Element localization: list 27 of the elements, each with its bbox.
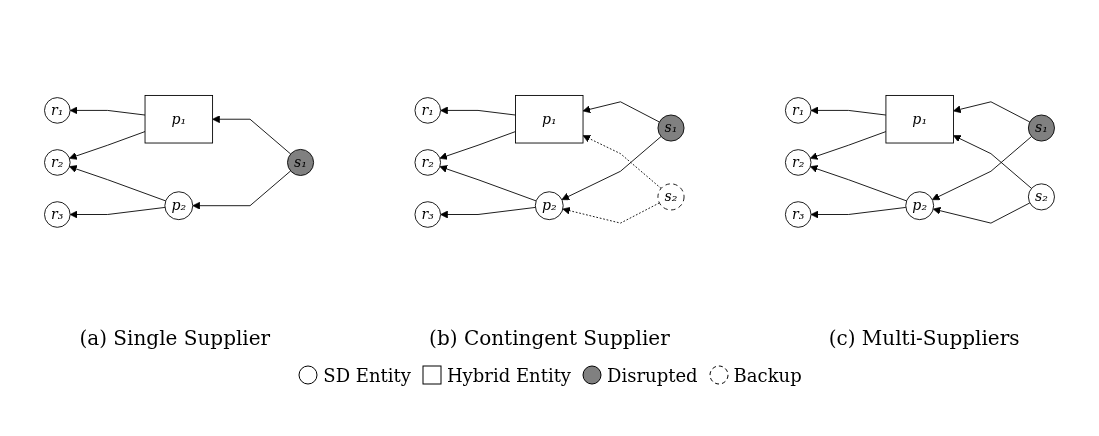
- legend-label: Hybrid Entity: [446, 364, 572, 386]
- node-circle: r₃: [784, 201, 812, 228]
- node-circle: r₃: [44, 201, 71, 228]
- legend-label: Disrupted: [607, 364, 698, 386]
- node-box: p₁: [515, 95, 584, 144]
- node-circle: s₂: [657, 183, 685, 211]
- node-circle: s₁: [1027, 114, 1055, 142]
- node-circle: s₁: [657, 114, 685, 142]
- panel-caption: (a) Single Supplier: [79, 326, 271, 350]
- node-circle: r₁: [44, 97, 71, 124]
- node-box: p₁: [885, 95, 954, 144]
- node-circle: p₂: [164, 191, 194, 221]
- legend-label: Backup: [733, 364, 802, 386]
- node-circle: r₂: [784, 149, 812, 176]
- legend-label: SD Entity: [323, 364, 411, 386]
- node-circle: s₁: [287, 148, 315, 176]
- node-circle: p₂: [905, 191, 935, 221]
- node-circle: r₁: [784, 97, 812, 124]
- node-circle: p₂: [534, 191, 564, 221]
- node-box: p₁: [144, 95, 213, 144]
- node-circle: r₂: [414, 149, 441, 176]
- panel-caption: (b) Contingent Supplier: [429, 326, 670, 350]
- panel-caption: (c) Multi-Suppliers: [828, 326, 1020, 350]
- node-circle: r₂: [44, 149, 71, 176]
- node-circle: r₃: [414, 201, 441, 228]
- node-circle: r₁: [414, 97, 441, 124]
- node-circle: s₂: [1027, 183, 1055, 211]
